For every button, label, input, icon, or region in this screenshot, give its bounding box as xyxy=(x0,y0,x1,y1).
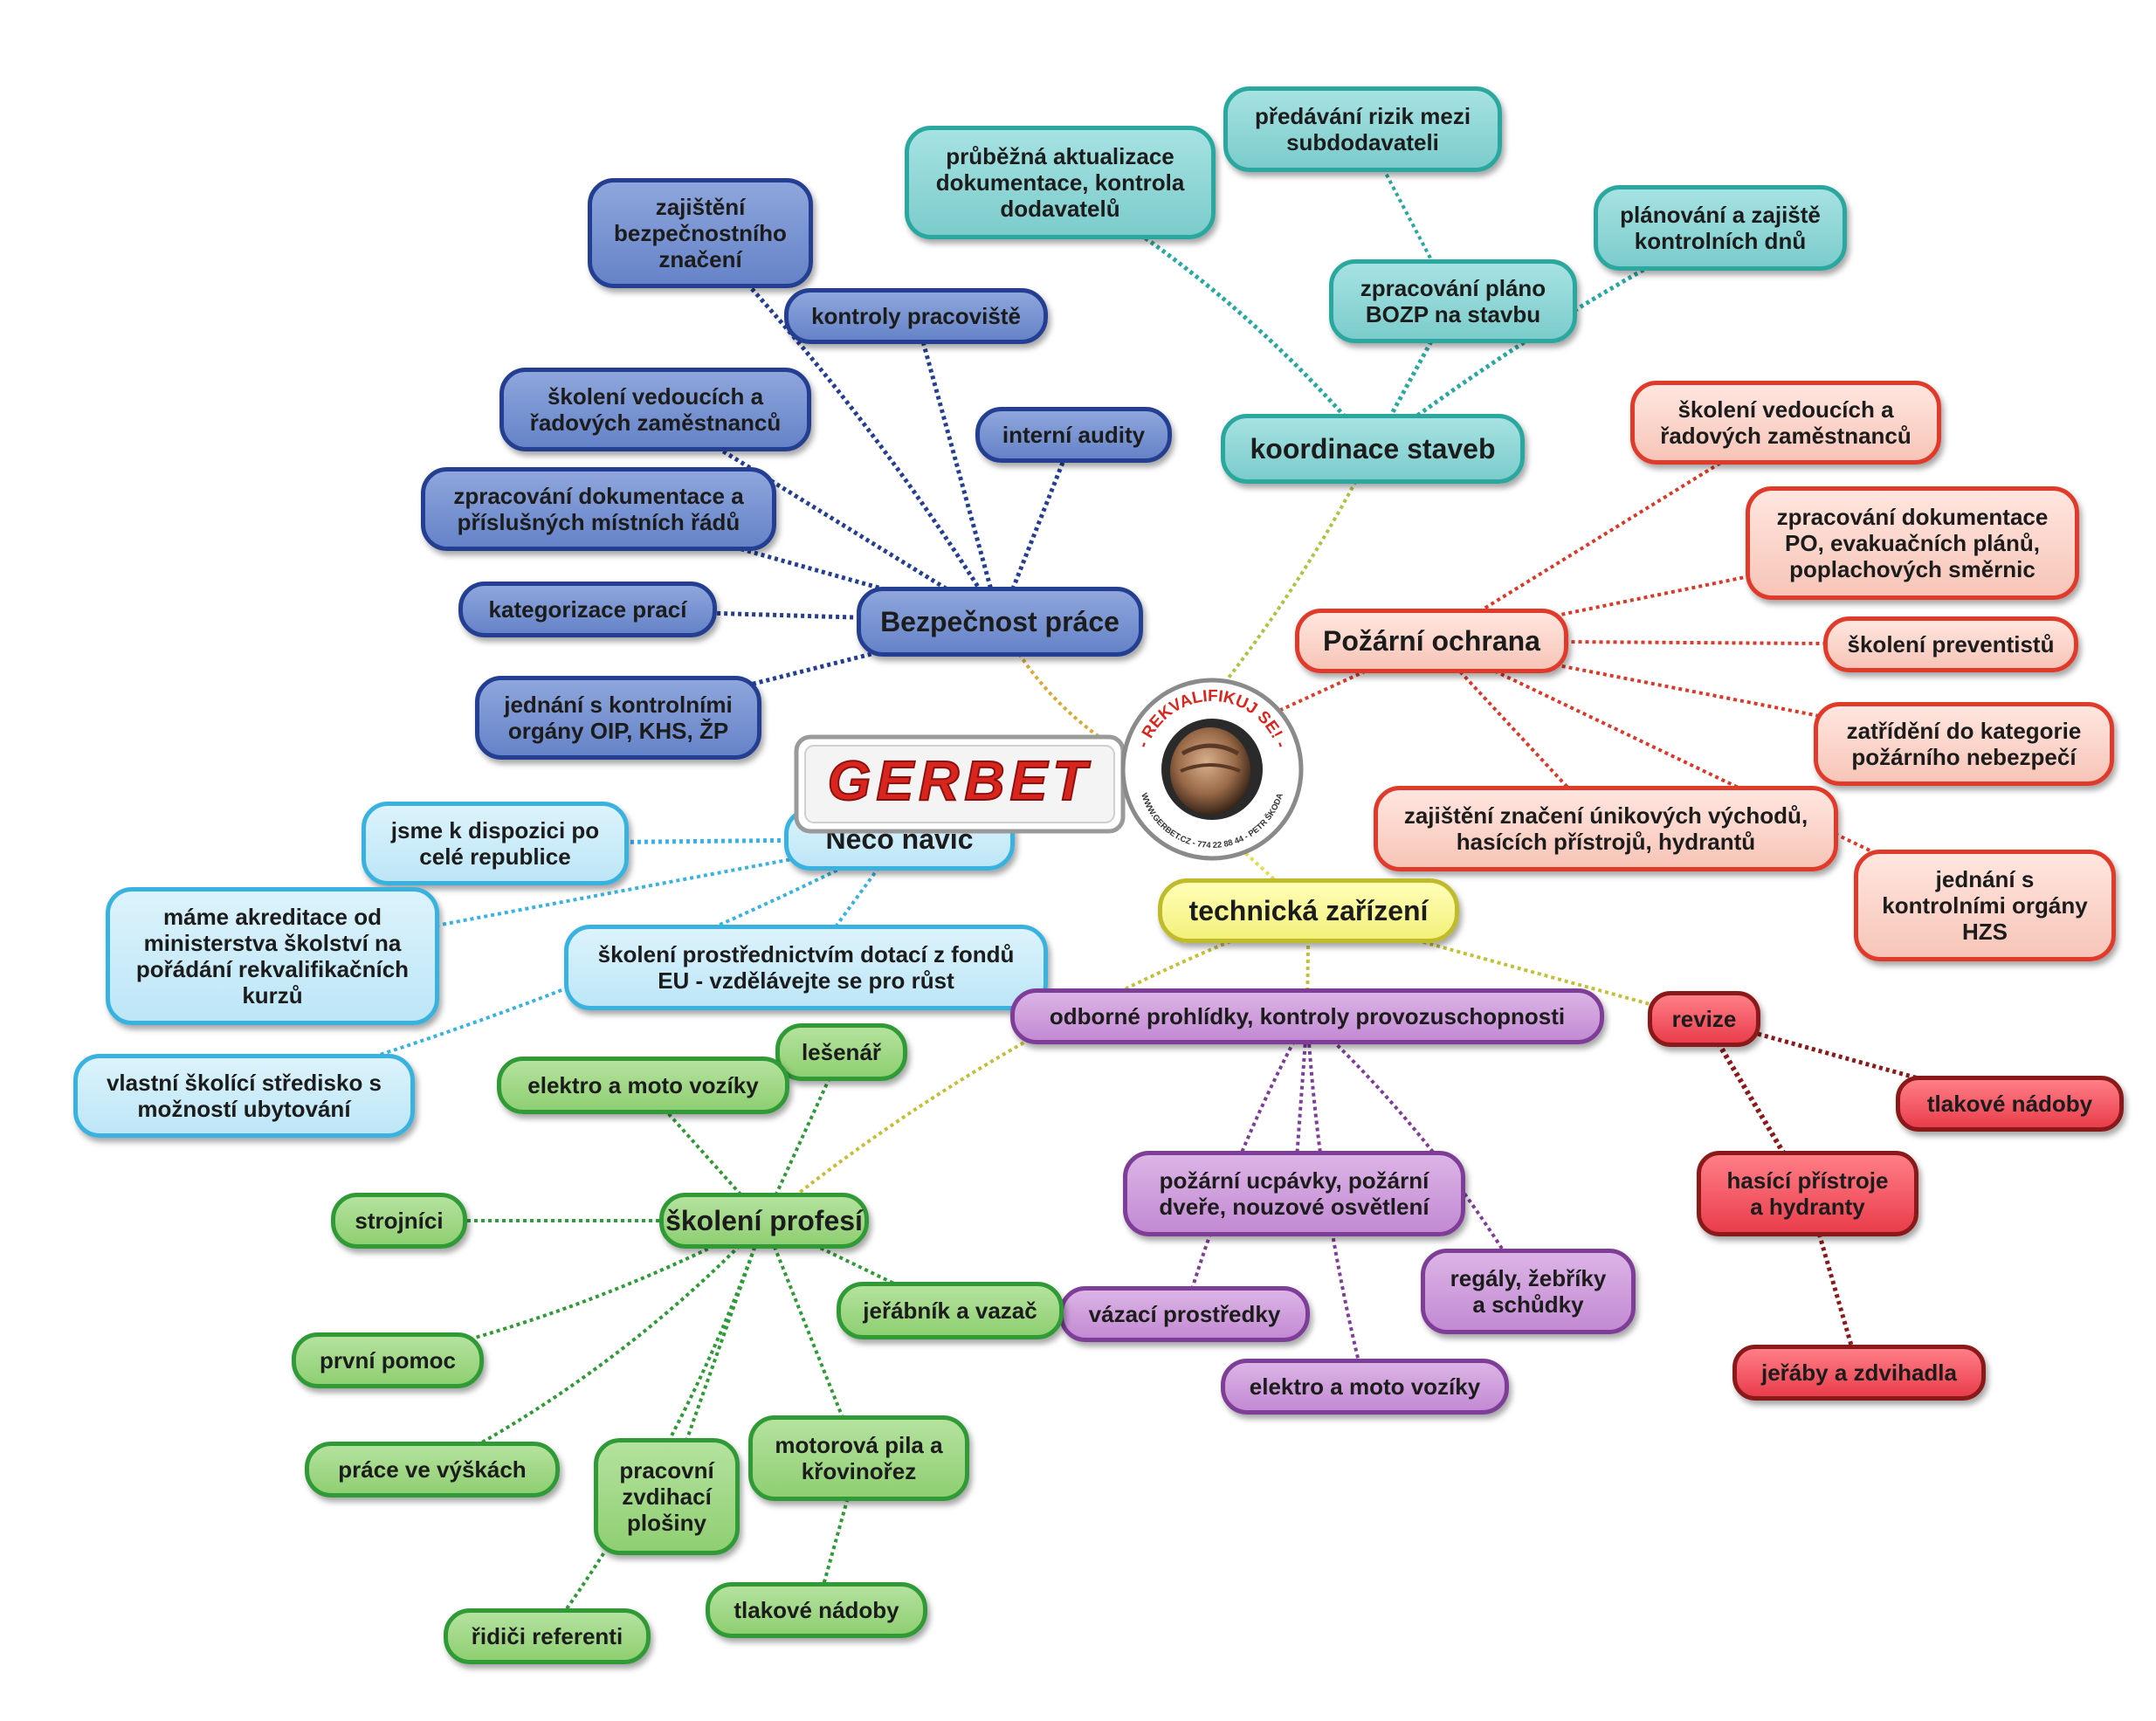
node-k-plan: zpracování pláno BOZP na stavbu xyxy=(1329,259,1577,343)
node-k-dny: plánování a zajiště kontrolních dnů xyxy=(1594,185,1847,271)
node-s-nadoby: tlakové nádoby xyxy=(706,1582,927,1638)
node-p-preventiste: školení preventistů xyxy=(1823,616,2078,672)
node-k-rizika: předávání rizik mezi subdodavateli xyxy=(1223,86,1502,172)
connector-45 xyxy=(545,1220,766,1638)
node-p-skoleni: školení vedoucích a řadových zaměstnanců xyxy=(1630,381,1941,465)
node-s-vozik: elektro a moto vozíky xyxy=(497,1057,789,1114)
gerbet-logo: GERBET xyxy=(794,734,1126,834)
node-s-ridici: řidiči referenti xyxy=(444,1608,651,1664)
connector-31 xyxy=(1305,1015,1530,1293)
node-t-ucpavky: požární ucpávky, požární dveře, nouzové … xyxy=(1123,1151,1465,1236)
node-k-aktualizace: průběžná aktualizace dokumentace, kontro… xyxy=(905,126,1216,239)
node-t-prohlidky: odborné prohlídky, kontroly provozuschop… xyxy=(1010,988,1604,1044)
connector-28 xyxy=(762,909,1310,1222)
node-t-regaly: regály, žebříky a schůdky xyxy=(1421,1249,1636,1334)
node-r-jeraby: jeřáby a zdvihadla xyxy=(1732,1345,1986,1401)
connector-12 xyxy=(1058,180,1374,451)
node-p-hzs: jednání s kontrolními orgány HZS xyxy=(1854,850,2116,961)
connector-5 xyxy=(699,231,1002,623)
gerbet-logo-text: GERBET xyxy=(828,749,1092,812)
node-r-nadoby: tlakové nádoby xyxy=(1896,1076,2124,1132)
node-bezpecnost: Bezpečnost práce xyxy=(857,587,1143,657)
node-t-vazaci: vázací prostředky xyxy=(1059,1286,1310,1342)
node-p-dokumentace: zpracování dokumentace PO, evakuačních p… xyxy=(1746,486,2079,600)
node-skoleni: školení profesí xyxy=(659,1193,869,1249)
node-b-skoleni: školení vedoucích a řadových zaměstnanců xyxy=(499,368,811,451)
connector-44 xyxy=(815,1457,861,1611)
connector-6 xyxy=(913,315,1002,623)
node-n-stredisko: vlastní školící středisko s možností uby… xyxy=(73,1054,415,1138)
node-n-akreditace: máme akreditace od ministerstva školství… xyxy=(106,887,439,1025)
connector-11 xyxy=(617,619,1001,720)
connector-0 xyxy=(998,621,1154,770)
node-b-jednani: jednání s kontrolními orgány OIP, KHS, Ž… xyxy=(475,676,761,760)
node-pozarni: Požární ochrana xyxy=(1295,609,1568,673)
node-b-znaceni: zajištění bezpečnostního značení xyxy=(588,178,813,288)
node-t-revize: revize xyxy=(1648,991,1760,1047)
fist-emblem: - REKVALIFIKUJ SE! - WWW.GERBET.CZ - 774… xyxy=(1120,678,1304,861)
node-p-znaceni: zajištění značení únikových východů, has… xyxy=(1374,786,1838,871)
node-n-republika: jsme k dispozici po celé republice xyxy=(362,802,629,885)
node-n-dotace: školení prostřednictvím dotací z fondů E… xyxy=(564,925,1048,1010)
node-s-vysky: práce ve výškách xyxy=(305,1442,560,1497)
node-technicka: technická zařízení xyxy=(1158,878,1459,943)
connector-20 xyxy=(1430,639,1608,830)
node-b-dokumentace: zpracování dokumentace a příslušných mís… xyxy=(421,467,776,551)
node-t-vozik: elektro a moto vozíky xyxy=(1221,1359,1509,1415)
connector-32 xyxy=(1305,1015,1367,1387)
node-b-kontroly: kontroly pracoviště xyxy=(784,288,1048,344)
node-s-pila: motorová pila a křovinořez xyxy=(748,1415,969,1501)
connector-1 xyxy=(1151,448,1374,770)
node-s-pomoc: první pomoc xyxy=(292,1332,484,1388)
node-koordinace: koordinace staveb xyxy=(1221,414,1525,484)
node-b-audity: interní audity xyxy=(975,407,1172,463)
node-s-plosiny: pracovní zvdihací plošiny xyxy=(594,1438,740,1555)
node-b-kategorizace: kategorizace prací xyxy=(458,582,717,637)
connector-43 xyxy=(762,1220,861,1459)
node-p-kategorie: zatřídění do kategorie požárního nebezpe… xyxy=(1814,702,2114,786)
node-r-hasici: hasící přístroje a hydranty xyxy=(1697,1151,1918,1236)
node-s-lesenar: lešenář xyxy=(775,1023,907,1081)
node-s-jerabnik: jeřábník a vazač xyxy=(837,1282,1064,1339)
node-s-strojnici: strojníci xyxy=(331,1193,467,1249)
